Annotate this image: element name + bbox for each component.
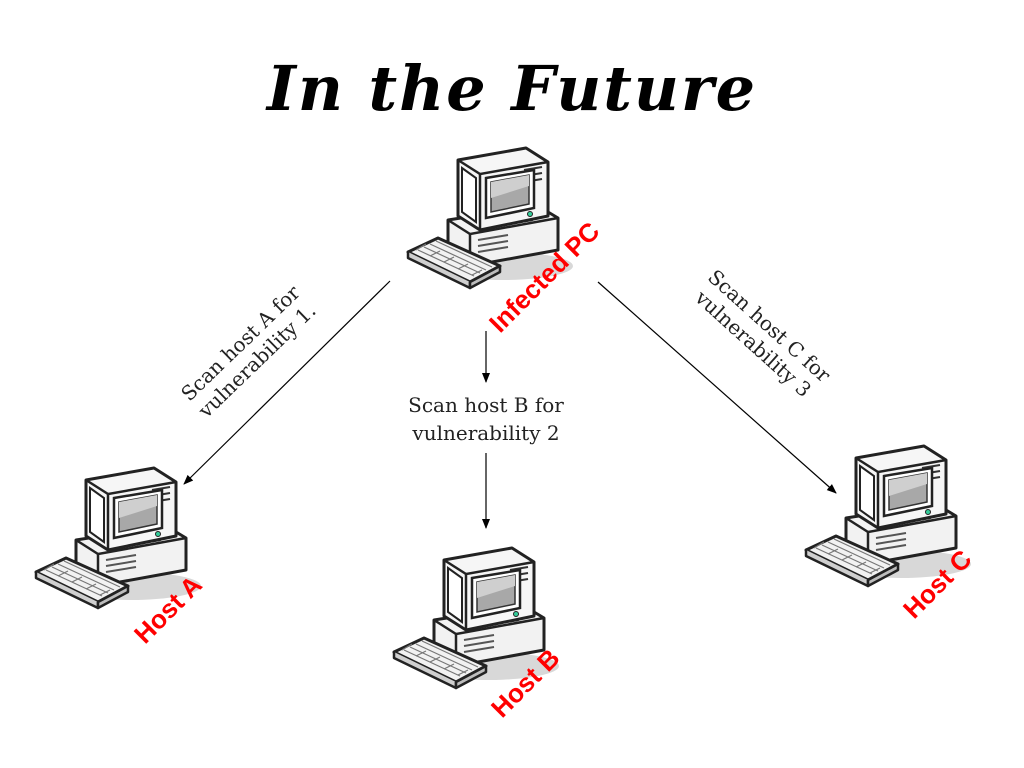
arrow-to-host-c	[597, 281, 837, 494]
scan-label-b: Scan host B for vulnerability 2	[408, 393, 564, 445]
svg-text:Scan host B for: Scan host B for	[408, 393, 564, 417]
slide-title: In the Future	[266, 52, 758, 125]
scan-label-a: Scan host A for vulnerability 1.	[176, 280, 320, 423]
arrow-to-host-a	[183, 280, 391, 485]
scan-label-c: Scan host C for vulnerability 3	[690, 265, 836, 402]
svg-text:vulnerability 2: vulnerability 2	[411, 421, 559, 445]
